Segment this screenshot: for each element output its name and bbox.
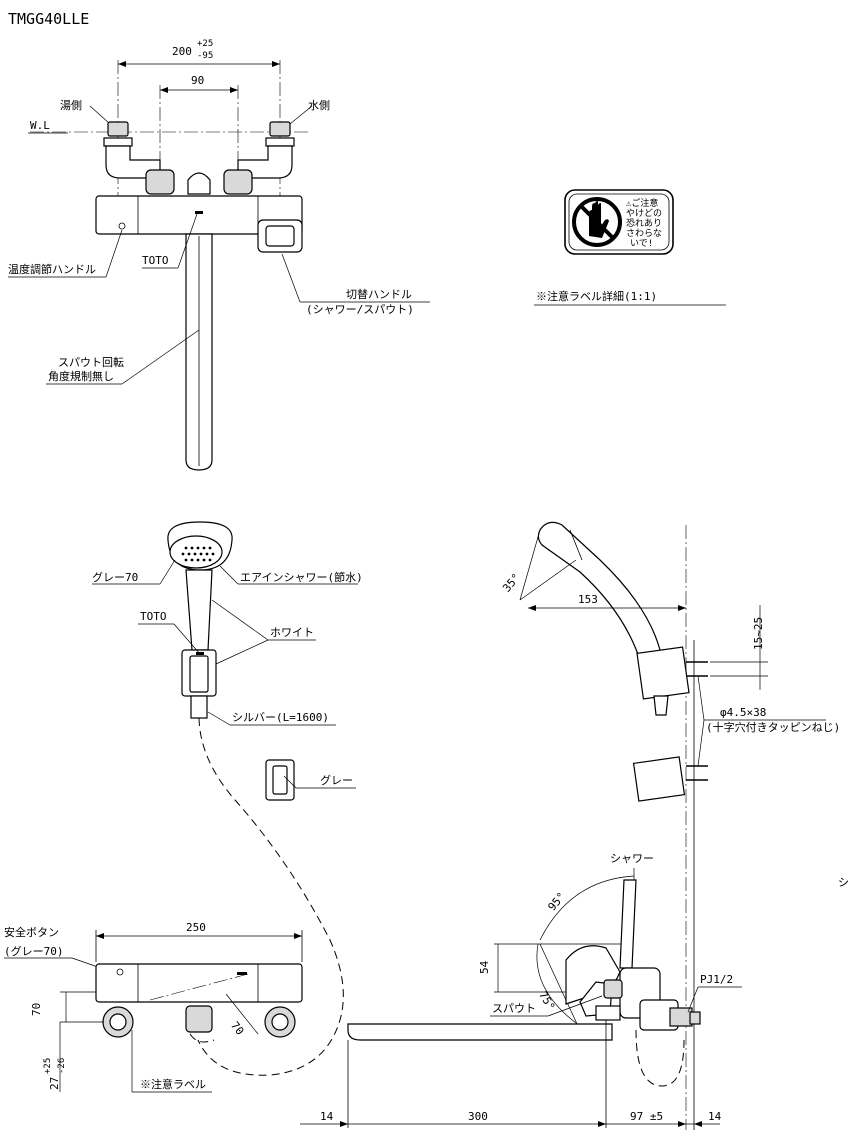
label-silver: シルバー(L=1600) (232, 711, 329, 724)
caution-caption: ※注意ラベル詳細(1:1) (536, 289, 657, 303)
label-wl: W.L (30, 119, 50, 132)
label-grey: グレー (320, 773, 353, 787)
caution-text-4: さわらな (626, 228, 662, 239)
dim-200-tol-minus: -95 (197, 51, 213, 61)
label-caution-bottom: ※注意ラベル (140, 1077, 206, 1091)
dim-14-left: 14 (320, 1110, 334, 1123)
caution-text-1: ⚠ご注意 (626, 197, 658, 209)
label-shower-side: シャワー (610, 852, 654, 865)
label-safety-button: 安全ボタン (4, 925, 59, 939)
dim-200-tol-plus: +25 (197, 39, 213, 49)
bottom-front-view: 安全ボタン (グレー70) 250 70 70 27 +25 -26 ※注意ラベ… (4, 921, 303, 1093)
dim-90: 90 (191, 74, 204, 87)
side-view: 35° 153 15~25 φ4.5×38 (十字穴付きタッピンねじ) シャワー… (300, 521, 849, 1130)
dim-14-right: 14 (708, 1110, 722, 1123)
label-spout-2: 角度規制無し (48, 369, 114, 383)
front-view: 200 +25 -95 90 W.L 湯側 水側 (8, 39, 430, 471)
dim-70-vertical: 70 (30, 1003, 43, 1016)
label-spout-side: スパウト (492, 1002, 536, 1015)
label-screw-type: (十字穴付きタッピンねじ) (706, 720, 840, 734)
dim-300: 300 (468, 1110, 488, 1123)
dim-27: 27 (48, 1077, 61, 1090)
label-toto: TOTO (142, 254, 169, 267)
label-grey70: グレー70 (92, 570, 138, 584)
caution-text-5: いで! (630, 239, 653, 249)
label-air-in-shower: エアインシャワー(節水) (240, 570, 363, 584)
label-toto-shower: TOTO (140, 610, 167, 623)
caution-label: ⚠ご注意 やけどの 恐れあり さわらな いで! ※注意ラベル詳細(1:1) (534, 189, 726, 306)
label-hot-side: 湯側 (60, 99, 82, 112)
label-screw-size: φ4.5×38 (720, 706, 766, 719)
dim-250: 250 (186, 921, 206, 934)
label-white: ホワイト (270, 626, 314, 639)
label-temp-handle: 温度調節ハンドル (8, 262, 96, 276)
label-safety-color: (グレー70) (4, 944, 64, 958)
dim-200: 200 (172, 45, 192, 58)
angle-75: 75° (536, 989, 557, 1013)
edge-glyph: シ (838, 876, 849, 889)
angle-35: 35° (500, 571, 523, 595)
shower-front: グレー70 エアインシャワー(節水) TOTO ホワイト シルバー(L=1600… (92, 521, 363, 1076)
label-spout-1: スパウト回転 (58, 356, 124, 369)
dim-15-25: 15~25 (752, 617, 765, 650)
dim-70-diagonal: 70 (228, 1019, 246, 1037)
dim-97: 97 ±5 (630, 1110, 663, 1123)
angle-95: 95° (546, 890, 569, 914)
dim-27-tol-minus: -26 (57, 1058, 67, 1074)
label-switch-handle: 切替ハンドル (346, 287, 412, 301)
label-switch-sub: (シャワー/スパウト) (306, 303, 414, 316)
label-pj: PJ1/2 (700, 973, 733, 986)
caution-text-3: 恐れあり (626, 218, 662, 229)
caution-text-2: やけどの (626, 208, 662, 219)
dim-54: 54 (478, 960, 491, 974)
dim-27-tol-plus: +25 (43, 1058, 53, 1074)
label-cold-side: 水側 (308, 99, 330, 112)
model-title: TMGG40LLE (8, 10, 89, 28)
dim-153: 153 (578, 593, 598, 606)
